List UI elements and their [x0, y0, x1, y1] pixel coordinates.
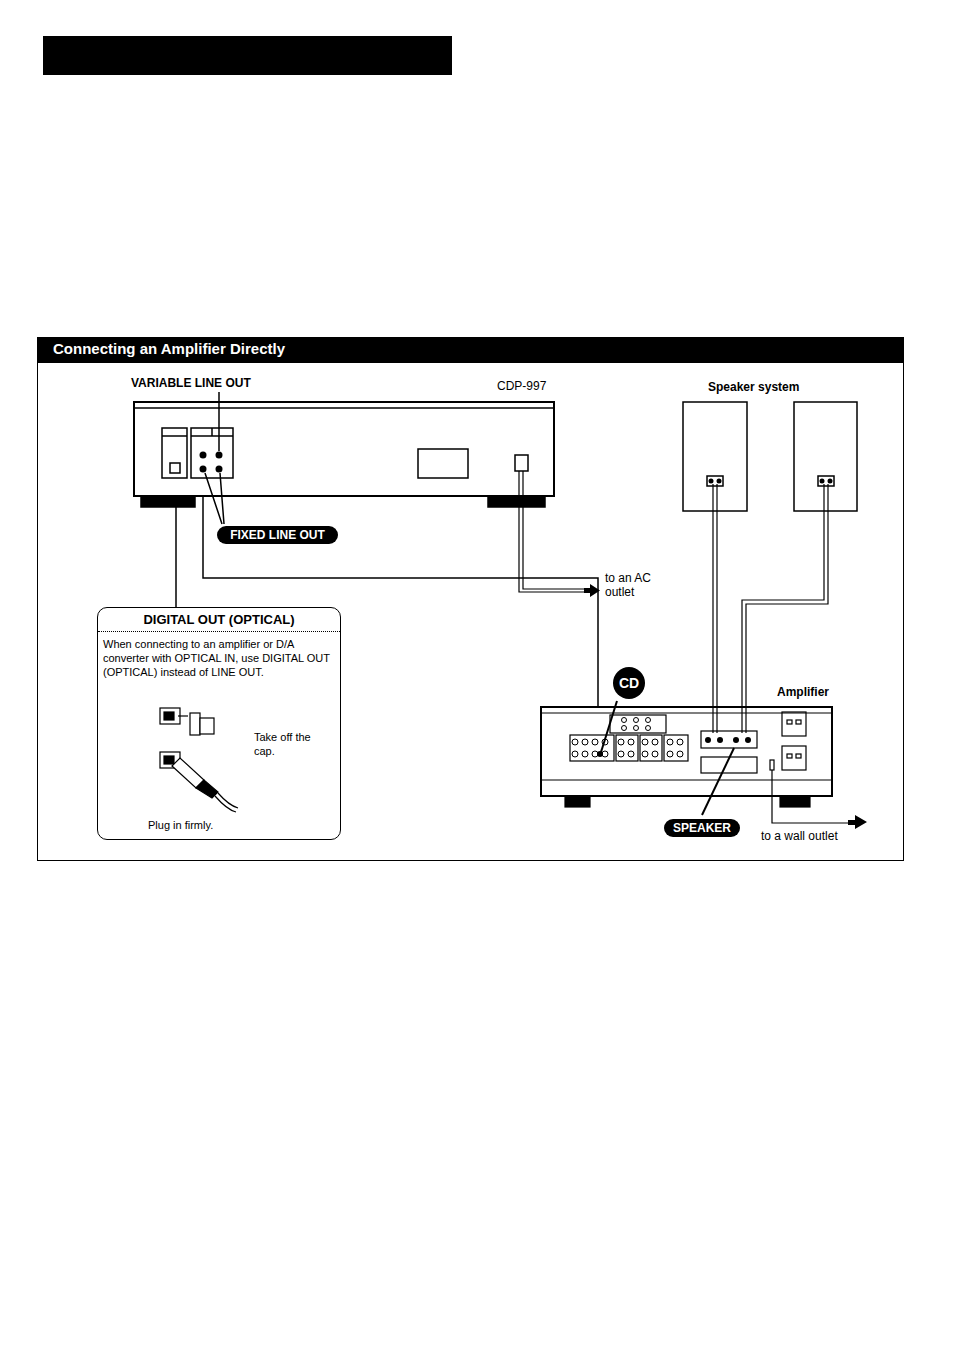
device-label: Speaker system — [708, 380, 799, 395]
port-label: VARIABLE LINE OUT — [131, 376, 251, 391]
amp-jacks — [572, 718, 683, 758]
panel-title: Connecting an Amplifier Directly — [53, 340, 285, 357]
model-name: CDP-997 — [497, 379, 546, 394]
panel-frame — [38, 338, 904, 861]
step-caption: Take off the cap. — [254, 730, 326, 758]
header-bar — [43, 36, 452, 75]
panel-title-bar — [37, 337, 904, 363]
note-box: DIGITAL OUT (OPTICAL) When connecting to … — [97, 607, 341, 840]
optical-plug-art — [160, 752, 238, 812]
line-out-jacks — [200, 452, 223, 473]
cd-player-art — [135, 408, 553, 507]
terminal-badge: SPEAKER — [664, 819, 740, 837]
input-badge: CD — [613, 667, 645, 699]
step-caption: Plug in firmly. — [148, 818, 213, 832]
amp-terminals — [597, 737, 751, 757]
port-badge: FIXED LINE OUT — [217, 526, 338, 544]
leader-line — [205, 473, 224, 524]
note-label: to a wall outlet — [761, 829, 838, 844]
cd-player-box: CDP-997 — [133, 401, 555, 497]
device-name: Amplifier — [777, 685, 829, 700]
speaker-terminals — [709, 479, 833, 484]
leader-line — [702, 748, 734, 815]
speaker-art — [683, 402, 857, 511]
optical-cap-art — [160, 708, 214, 735]
connector-cable — [175, 497, 177, 607]
amplifier-art — [542, 712, 831, 807]
arrow-symbol — [848, 815, 867, 829]
note-body: When connecting to an amplifier or D/A c… — [103, 637, 335, 679]
leader-line — [601, 701, 617, 752]
note-label: to an AC outlet — [605, 571, 663, 599]
note-heading: DIGITAL OUT (OPTICAL) — [98, 612, 340, 632]
amplifier-box: Amplifier — [540, 706, 833, 797]
